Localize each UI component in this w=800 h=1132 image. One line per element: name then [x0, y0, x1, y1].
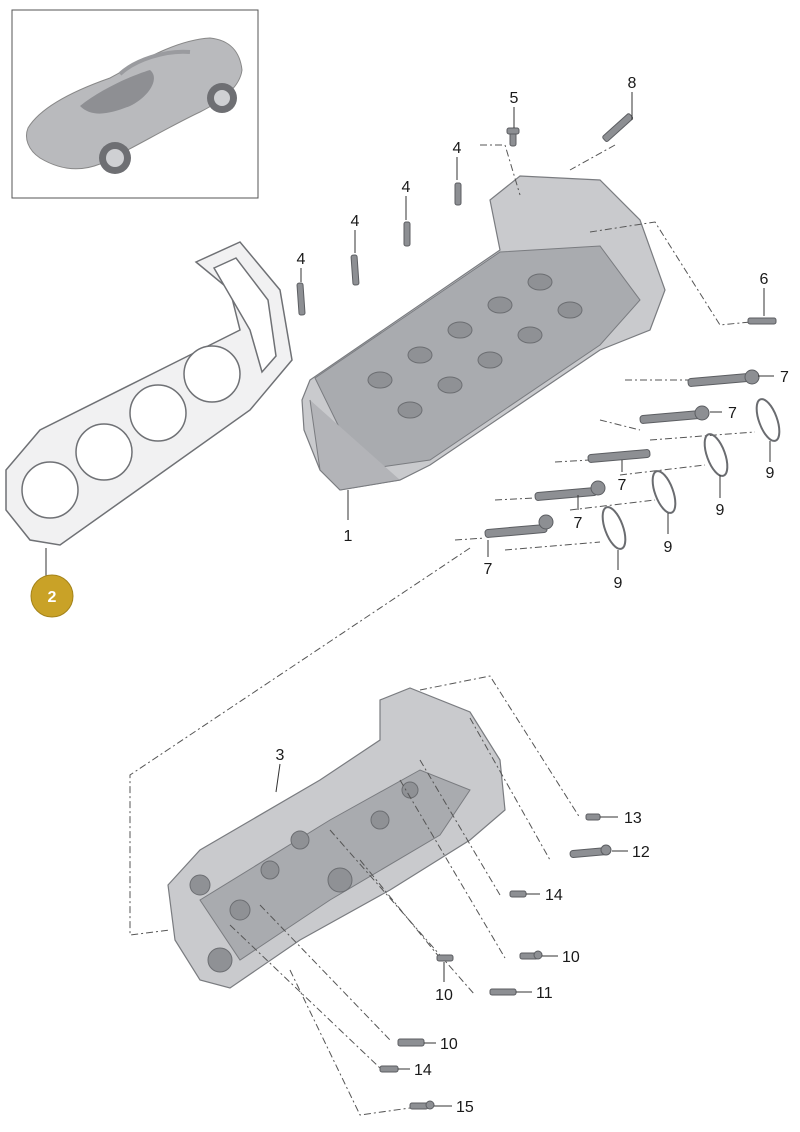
bolt-5[interactable] — [506, 127, 520, 147]
part-15-label[interactable]: 15 — [456, 1099, 474, 1116]
cam-port-row — [367, 273, 583, 419]
part-7-label-a[interactable]: 7 — [780, 369, 789, 386]
part-9-label-a[interactable]: 9 — [766, 465, 775, 482]
part-8-label[interactable]: 8 — [628, 75, 637, 92]
bolt-8[interactable] — [602, 113, 634, 142]
part-7-label-c[interactable]: 7 — [618, 477, 627, 494]
car-thumbnail-icon — [26, 37, 243, 174]
part-4-label-b[interactable]: 4 — [351, 213, 360, 230]
car-thumbnail[interactable] — [11, 9, 259, 199]
part-2-badge[interactable]: 2 — [30, 574, 74, 618]
part-7-label-d[interactable]: 7 — [574, 515, 583, 532]
stud-group[interactable] — [296, 182, 462, 316]
part-7-label-e[interactable]: 7 — [484, 561, 493, 578]
part-9-label-c[interactable]: 9 — [664, 539, 673, 556]
part-4-label-a[interactable]: 4 — [297, 251, 306, 268]
assembly-lines — [129, 144, 756, 1116]
part-7-label-b[interactable]: 7 — [728, 405, 737, 422]
lower-port-row — [189, 781, 419, 973]
part-10-label-b[interactable]: 10 — [435, 987, 453, 1004]
cylinder-head-gasket[interactable] — [5, 241, 293, 546]
part-6-label[interactable]: 6 — [760, 271, 769, 288]
part-10-label-a[interactable]: 10 — [562, 949, 580, 966]
o-ring-group[interactable] — [598, 396, 784, 552]
part-5-label[interactable]: 5 — [510, 90, 519, 107]
part-12-label[interactable]: 12 — [632, 844, 650, 861]
part-14-label-b[interactable]: 14 — [414, 1062, 432, 1079]
part-2-label: 2 — [48, 589, 57, 606]
part-4-label-c[interactable]: 4 — [402, 179, 411, 196]
part-9-label-d[interactable]: 9 — [614, 575, 623, 592]
part-9-label-b[interactable]: 9 — [716, 502, 725, 519]
part-3-label[interactable]: 3 — [276, 747, 285, 764]
bolt-6[interactable] — [747, 317, 777, 325]
part-4-label-d[interactable]: 4 — [453, 140, 462, 157]
part-1-label[interactable]: 1 — [344, 528, 353, 545]
part-14-label-a[interactable]: 14 — [545, 887, 563, 904]
part-13-label[interactable]: 13 — [624, 810, 642, 827]
cylinder-head-upper[interactable] — [301, 175, 666, 491]
leader-lines — [45, 92, 774, 1107]
part-10-label-c[interactable]: 10 — [440, 1036, 458, 1053]
lower-bolts[interactable] — [379, 813, 612, 1110]
bolt-7-group[interactable] — [484, 369, 760, 538]
part-11-label[interactable]: 11 — [536, 985, 553, 1002]
